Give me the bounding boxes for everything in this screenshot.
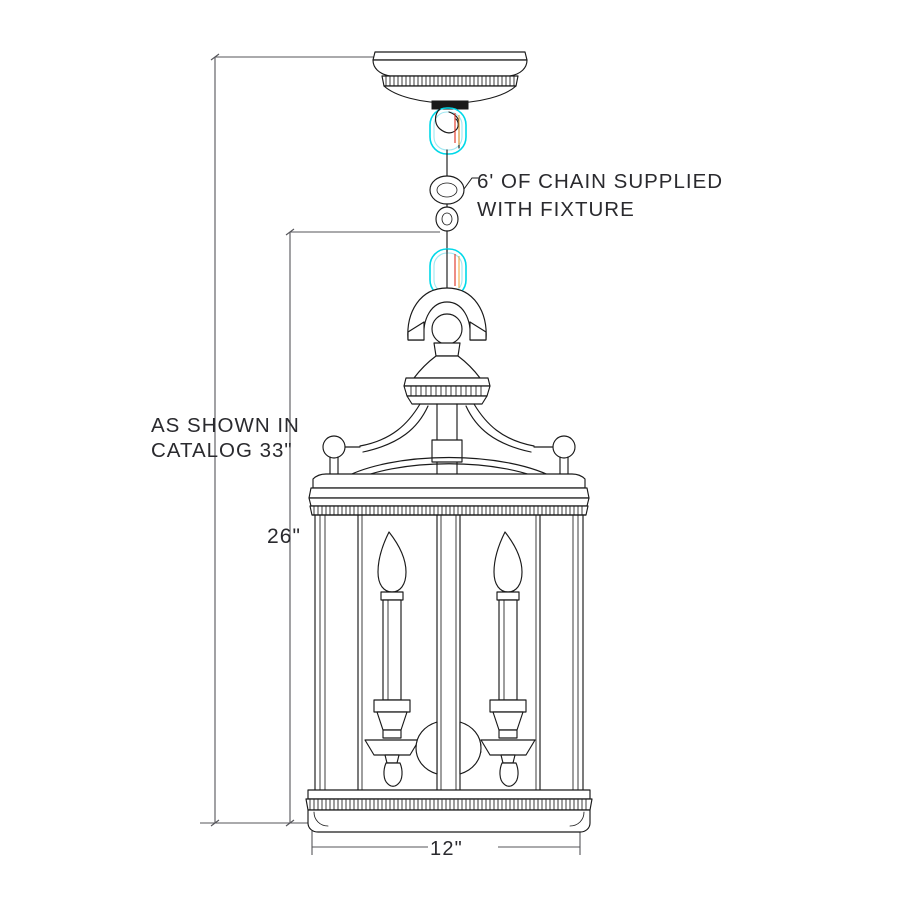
drop-neck-right [500,754,516,764]
chain-link-1-inner [436,182,458,198]
crown-center-collar [431,439,463,463]
cylindrical-glass-housing [314,514,584,791]
base-top-plate [307,789,591,800]
finial-neck [433,342,461,357]
bobeche-right [489,699,527,713]
ceiling-canopy [372,51,528,110]
base-corner-arc-right [569,811,585,827]
canopy-hub-block [431,100,469,110]
crown-arm-left-inner [362,405,429,453]
crown-ball-left [322,435,346,459]
overall-note-line1: AS SHOWN IN [151,414,300,437]
cornice-top-fascia [312,473,586,489]
canopy-top-plate [372,51,528,61]
canopy-bead-detail [385,75,515,87]
bobeche-taper-right [492,711,524,731]
overall-bottom-tick [210,819,220,827]
cornice-bead-detail [313,505,583,516]
arm-plate-left [364,739,420,756]
arm-plate-right [480,739,536,756]
candle-lamp-right [459,531,536,787]
chain-note-line2: WITH FIXTURE [477,198,635,221]
bulb-collar-left [380,591,404,601]
base-beaded-band [305,798,593,811]
crown-span-arc-outer [339,456,559,481]
hanging-chain [429,149,465,253]
dimension-lines [200,53,581,855]
cap-bead-detail [410,385,482,397]
base-corner-arc-left [313,811,329,827]
crown-arm-right-inner [465,405,532,453]
drop-finial-right [499,762,519,787]
crown-arm-right-outer [473,403,535,447]
flame-bulb-right [493,531,523,593]
overall-top-tick [210,53,220,61]
cornice-lower-step [308,497,590,507]
fixture-top-tick [285,228,295,236]
candle-lamp-left [364,531,438,787]
chain-note-text-group: 6' OF CHAIN SUPPLIED WITH FIXTURE [477,170,723,221]
flame-bulb-left [377,531,407,593]
chain-link-2-inner [441,212,453,226]
socket-neck-right [498,729,518,739]
crown-arm-left-outer [359,403,421,447]
chain-note-line1: 6' OF CHAIN SUPPLIED [477,170,723,193]
fixture-bottom-tick [285,819,295,827]
bobeche-left [373,699,411,713]
hanger-wing-left [407,321,425,341]
cap-plate [403,377,491,387]
beaded-cornice [308,473,590,516]
cap-lower-step [406,395,488,405]
dimension-text-group: AS SHOWN IN CATALOG 33" 26" 12" [151,414,463,860]
chain-link-highlight-top [429,107,467,155]
ball-finial [431,313,463,345]
arched-hanger-loop [407,287,487,379]
fixture-height-label: 26" [267,525,301,548]
hanger-wing-right [469,321,487,341]
candle-tube-right [498,599,518,701]
hook-shank [448,111,460,149]
chain-link-highlight-bottom-inner [433,252,463,294]
canopy-cone-lower [383,85,517,104]
base-skirt [307,809,591,833]
socket-neck-left [382,729,402,739]
beaded-base-skirt [305,789,593,833]
bobeche-taper-left [376,711,408,731]
center-sphere-right-half [459,721,482,775]
upper-cap-assembly [403,377,491,405]
center-sphere-left-half [415,721,438,775]
crown-arms [322,403,576,485]
cap-beaded-band [403,385,491,397]
hook-curve [434,108,459,134]
candle-tube-left [382,599,402,701]
drop-finial-left [383,762,403,787]
bulb-collar-right [496,591,520,601]
cornice-mid-band [308,487,590,499]
base-bead-detail [309,798,587,811]
drop-neck-left [384,754,400,764]
chain-link-highlight-top-inner [433,111,463,151]
crown-ball-right [552,435,576,459]
canopy-dome-upper [372,59,528,77]
width-label: 12" [430,838,463,860]
finial-flare [413,355,481,379]
center-body-sphere [415,721,482,775]
overall-note-line2: CATALOG 33" [151,439,293,462]
hanger-hook-highlighted [429,107,467,155]
